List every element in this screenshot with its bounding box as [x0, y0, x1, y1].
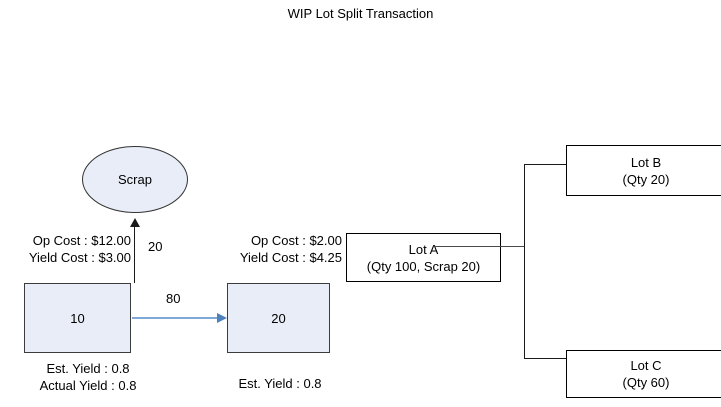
lot-b-detail: (Qty 20) [622, 171, 670, 187]
op-20-yield-label: Est. Yield : 0.8 [210, 375, 350, 392]
op-20-cost-label: Op Cost : $2.00 Yield Cost : $4.25 [203, 232, 342, 266]
op-flow-quantity-label: 80 [166, 291, 181, 306]
op-10-est-yield: Est. Yield : 0.8 [46, 361, 130, 376]
op-10-cost-label: Op Cost : $12.00 Yield Cost : $3.00 [0, 232, 131, 266]
scrap-node-label: Scrap [118, 172, 152, 187]
lot-a-name: Lot A [408, 241, 439, 257]
scrap-node[interactable]: Scrap [82, 146, 188, 213]
operation-box-10-value: 10 [70, 310, 85, 326]
op-10-op-cost: Op Cost : $12.00 [32, 233, 131, 248]
scrap-flow-line [134, 227, 135, 283]
op-10-actual-yield: Actual Yield : 0.8 [39, 378, 137, 393]
lot-a-detail: (Qty 100, Scrap 20) [366, 258, 481, 274]
op-20-op-cost: Op Cost : $2.00 [250, 233, 342, 248]
lot-box-b[interactable]: Lot B (Qty 20) [566, 145, 721, 196]
operation-box-20[interactable]: 20 [227, 283, 330, 353]
operation-box-20-value: 20 [271, 310, 286, 326]
op-10-yield-label: Est. Yield : 0.8 Actual Yield : 0.8 [0, 360, 176, 394]
op-10-yield-cost: Yield Cost : $3.00 [28, 250, 131, 265]
split-trunk-line [524, 164, 525, 359]
diagram-title: WIP Lot Split Transaction [287, 6, 434, 21]
lot-box-a[interactable]: Lot A (Qty 100, Scrap 20) [346, 233, 501, 282]
operation-box-10[interactable]: 10 [24, 283, 131, 353]
op-20-yield-cost: Yield Cost : $4.25 [239, 250, 342, 265]
lot-c-detail: (Qty 60) [622, 375, 670, 390]
op-20-est-yield: Est. Yield : 0.8 [238, 376, 322, 391]
lot-box-c[interactable]: Lot C (Qty 60) [566, 350, 721, 398]
lot-c-name: Lot C [630, 358, 662, 373]
op-flow-line [132, 317, 218, 319]
scrap-quantity-label: 20 [148, 239, 163, 254]
lot-a-connector-line [434, 246, 525, 247]
lot-b-name: Lot B [630, 154, 662, 170]
op-flow-arrowhead [217, 313, 227, 323]
scrap-flow-arrowhead [130, 218, 140, 227]
